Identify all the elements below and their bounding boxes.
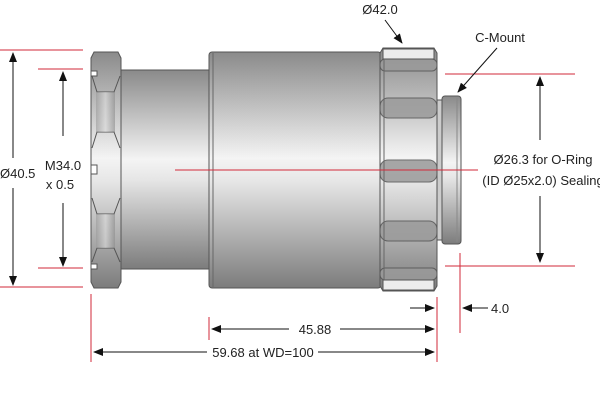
- thread-label-line2: x 0.5: [46, 177, 74, 192]
- oring-label-line1: Ø26.3 for O-Ring: [494, 152, 593, 167]
- extension-lines: [0, 49, 575, 362]
- barrel-length-label: 45.88: [299, 322, 332, 337]
- total-length-label: 59.68 at WD=100: [212, 345, 314, 360]
- oring-label-line2: (ID Ø25x2.0) Sealing: [482, 173, 600, 188]
- outer-diameter-label: Ø40.5: [0, 166, 35, 181]
- lock-nut: [90, 51, 122, 289]
- dimension-arrows: [9, 19, 544, 356]
- thread-label-line1: M34.0: [45, 158, 81, 173]
- ring-diameter-label: Ø42.0: [362, 2, 397, 17]
- c-mount-label: C-Mount: [475, 30, 525, 45]
- flange-label: 4.0: [491, 301, 509, 316]
